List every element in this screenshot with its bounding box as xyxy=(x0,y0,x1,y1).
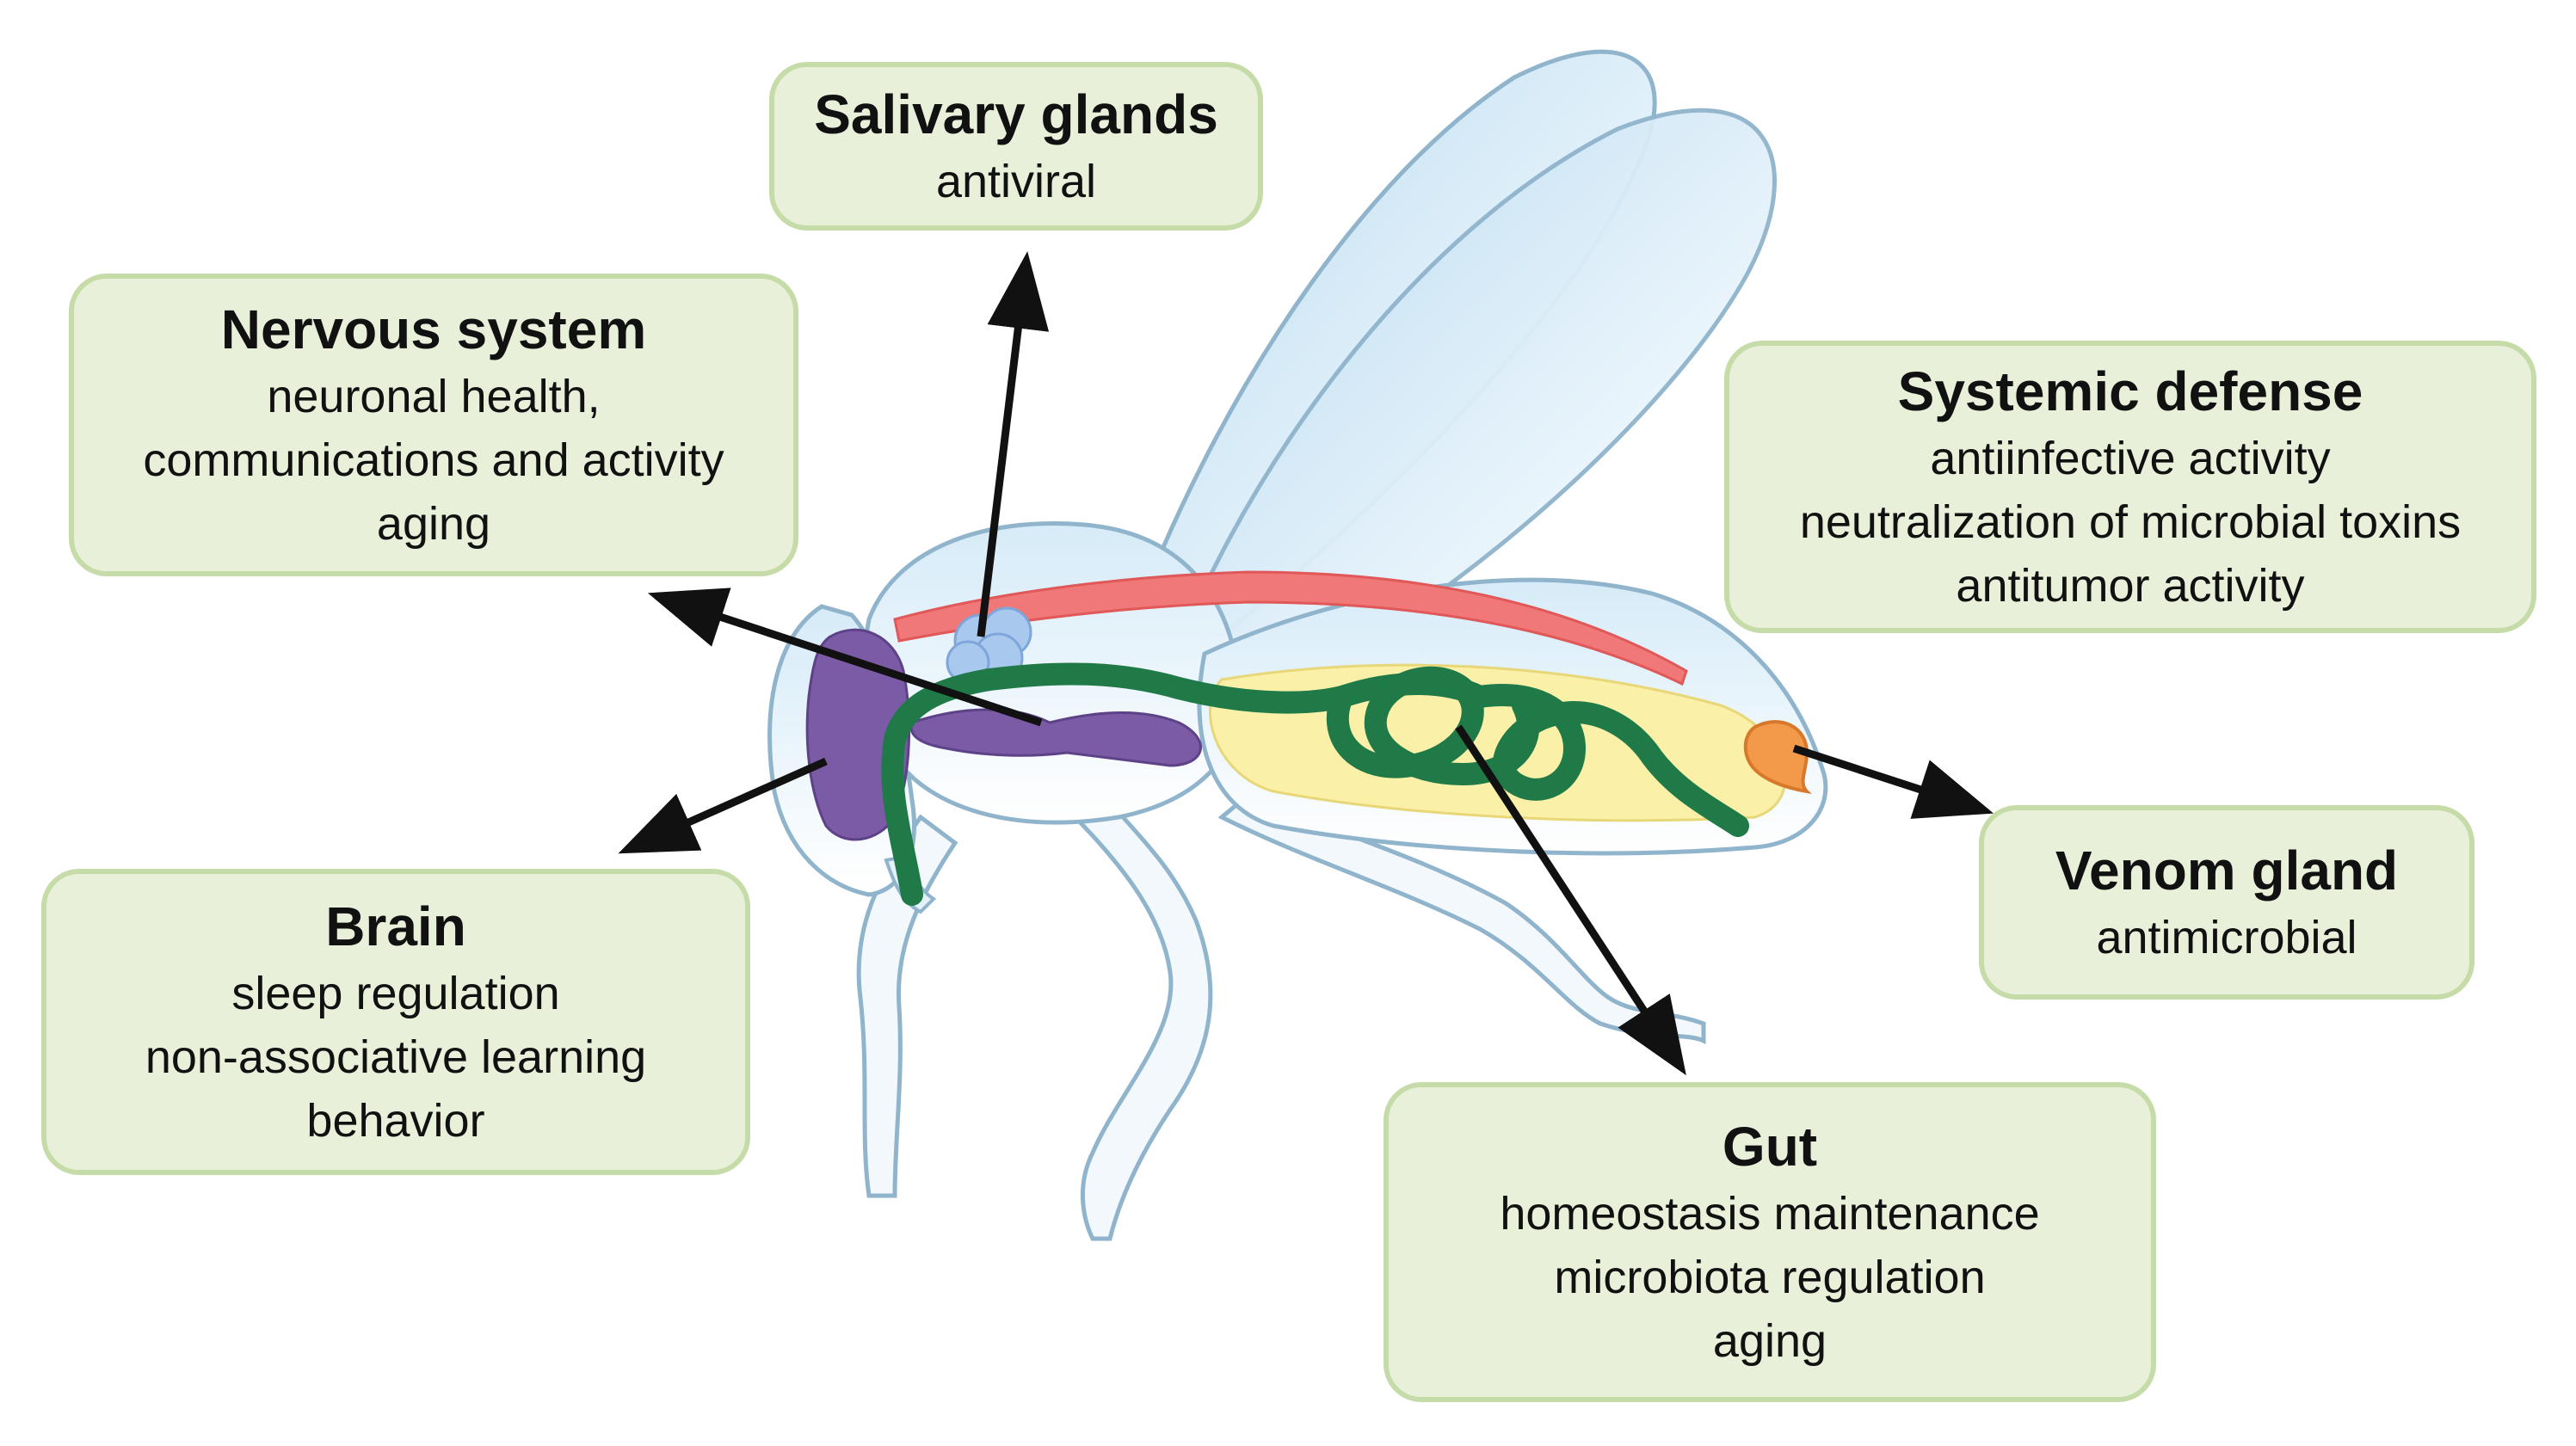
arrow-gut xyxy=(1455,724,1686,1076)
nervous-system-box: Nervous system neuronal health, communic… xyxy=(69,274,798,576)
salivary-glands-box: Salivary glands antiviral xyxy=(769,62,1263,231)
nervous-system-line-1: neuronal health, xyxy=(267,371,601,422)
salivary-glands-title: Salivary glands xyxy=(814,83,1218,145)
systemic-defense-line-2: neutralization of microbial toxins xyxy=(1799,496,2462,548)
nerve-cord xyxy=(909,708,1202,767)
gut-line-1: homeostasis maintenance xyxy=(1500,1188,2040,1240)
legs xyxy=(856,789,1706,1241)
salivary-glands-line-1: antiviral xyxy=(935,156,1097,207)
brain-title: Brain xyxy=(325,895,466,957)
brain-line-1: sleep regulation xyxy=(231,968,560,1019)
gut-box: Gut homeostasis maintenance microbiota r… xyxy=(1384,1082,2156,1402)
arrow-nervous xyxy=(647,588,1043,727)
gut-line-2: microbiota regulation xyxy=(1554,1252,1986,1303)
gut-title: Gut xyxy=(1722,1116,1818,1178)
arrow-brain xyxy=(618,757,828,854)
gut-line-3: aging xyxy=(1712,1315,1827,1367)
dorsal-vessel xyxy=(893,570,1688,686)
nervous-system-line-3: aging xyxy=(376,498,491,550)
systemic-defense-box: Systemic defense antiinfective activity … xyxy=(1724,341,2536,633)
brain-line-2: non-associative learning xyxy=(145,1031,647,1083)
gut xyxy=(881,662,1749,906)
brain-line-3: behavior xyxy=(306,1095,485,1147)
venom-gland-title: Venom gland xyxy=(2055,840,2399,901)
nervous-system-title: Nervous system xyxy=(220,298,647,360)
brain-box: Brain sleep regulation non-associative l… xyxy=(41,869,750,1175)
arrow-venom xyxy=(1792,744,1994,819)
venom-gland-line-1: antimicrobial xyxy=(2096,912,2357,963)
systemic-defense-title: Systemic defense xyxy=(1897,360,2363,422)
nervous-system-line-2: communications and activity xyxy=(143,434,724,486)
venom-gland xyxy=(1743,720,1812,794)
pointer-arrows xyxy=(618,251,1994,1076)
systemic-defense-line-3: antitumor activity xyxy=(1956,560,2305,612)
arrow-salivary xyxy=(977,251,1050,637)
systemic-defense-line-1: antiinfective activity xyxy=(1930,433,2331,484)
venom-gland-box: Venom gland antimicrobial xyxy=(1979,805,2474,1000)
